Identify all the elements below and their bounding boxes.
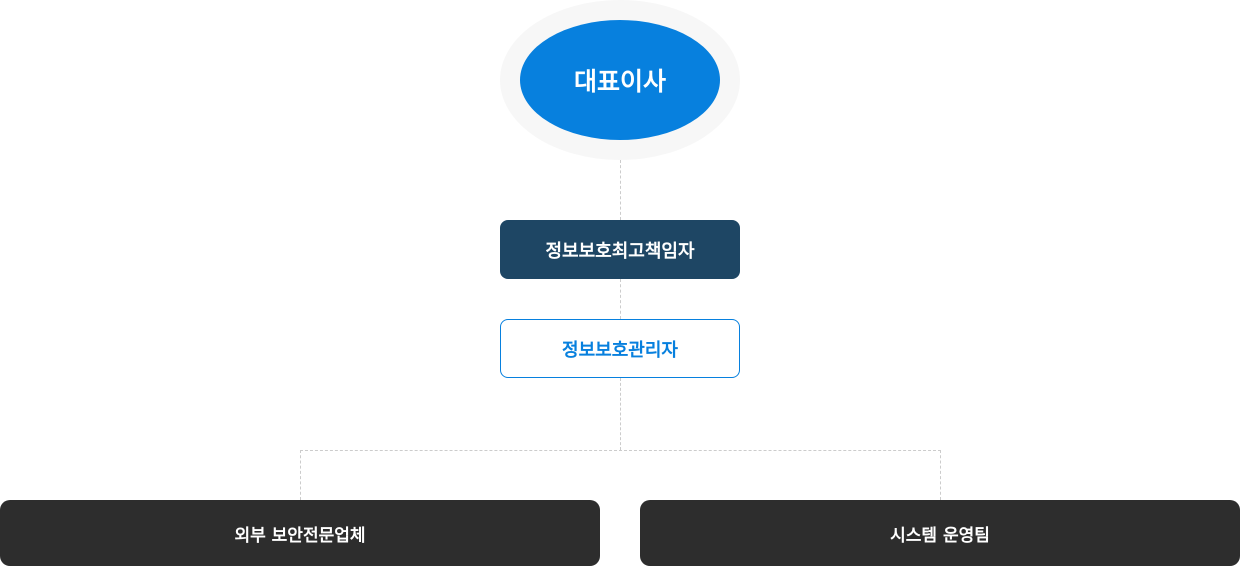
connector-line <box>300 450 941 451</box>
connector-line <box>620 160 621 220</box>
ciso-node: 정보보호최고책임자 <box>500 220 740 279</box>
connector-line <box>940 450 941 500</box>
system-operations-team-node: 시스템 운영팀 <box>640 500 1240 566</box>
connector-line <box>620 378 621 450</box>
manager-node: 정보보호관리자 <box>500 319 740 378</box>
connector-line <box>300 450 301 500</box>
external-security-vendor-node: 외부 보안전문업체 <box>0 500 600 566</box>
connector-line <box>620 279 621 319</box>
ceo-node: 대표이사 <box>520 20 720 140</box>
